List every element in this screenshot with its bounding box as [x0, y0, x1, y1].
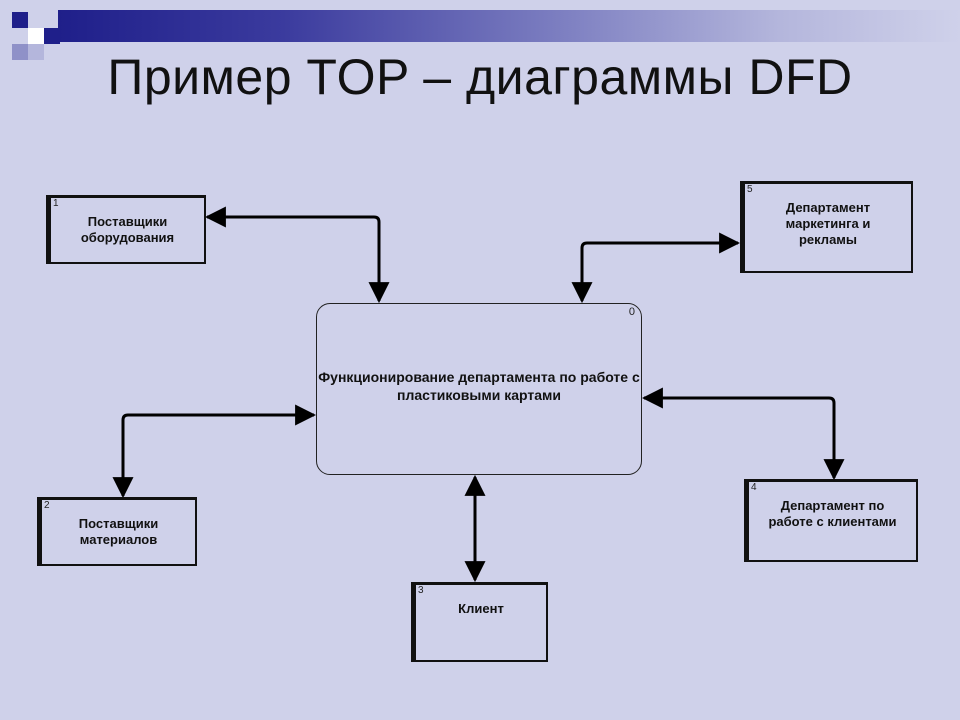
entity-label: Клиент — [458, 601, 504, 616]
entity-number: 2 — [44, 500, 50, 511]
entity-label: Департамент маркетинга и рекламы — [785, 200, 871, 247]
flow-supply-equipment — [204, 206, 390, 304]
decor-square — [44, 28, 60, 44]
header-band — [58, 10, 960, 42]
entity-label: Поставщики материалов — [78, 516, 159, 547]
slide-title: Пример TOP – диаграммы DFD — [107, 49, 853, 105]
process-0: 0 Функционирование департамента по работ… — [316, 303, 642, 475]
entity-label: Поставщики оборудования — [80, 214, 175, 245]
decor-square — [28, 44, 44, 60]
decor-square — [12, 12, 28, 28]
decor-square — [12, 44, 28, 60]
entity-1: 1 Поставщики оборудования — [46, 195, 206, 264]
flow-marketing — [571, 232, 741, 304]
flow-supply-materials — [112, 404, 317, 499]
decor-square — [28, 28, 44, 44]
process-label: Функционирование департамента по работе … — [318, 369, 640, 403]
entity-number: 4 — [751, 482, 757, 493]
entity-number: 5 — [747, 184, 753, 195]
entity-5: 5 Департамент маркетинга и рекламы — [740, 181, 913, 273]
entity-number: 1 — [53, 198, 59, 209]
entity-3: 3 Клиент — [411, 582, 548, 662]
entity-2: 2 Поставщики материалов — [37, 497, 197, 566]
entity-4: 4 Департамент по работе с клиентами — [744, 479, 918, 562]
entity-number: 3 — [418, 585, 424, 596]
entity-label: Департамент по работе с клиентами — [768, 498, 897, 529]
flow-client-department — [641, 387, 845, 481]
process-number: 0 — [628, 306, 635, 318]
